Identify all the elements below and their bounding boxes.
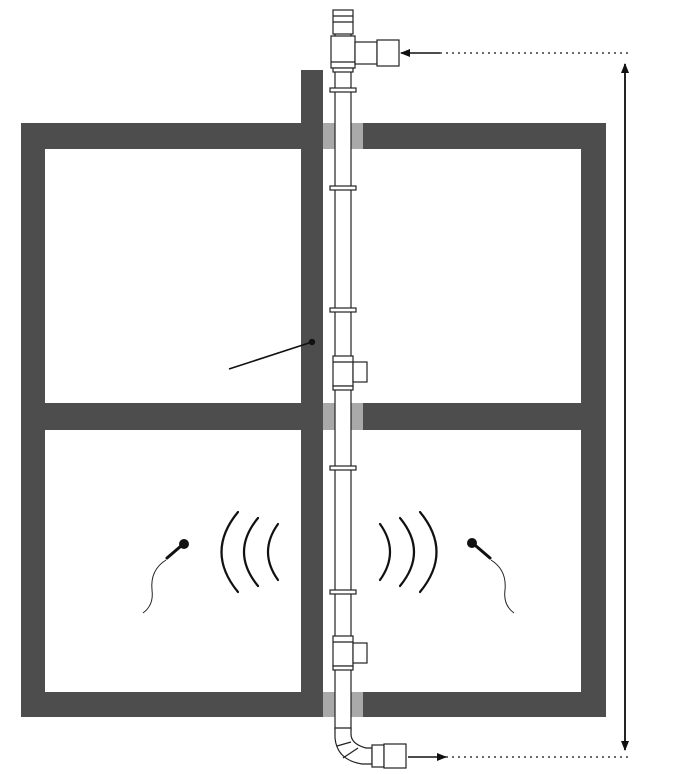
pipe-bottom-bend xyxy=(334,727,373,765)
partition-wall-top-extension xyxy=(301,70,323,130)
sleeve-ground-floor xyxy=(323,692,335,717)
left-sound-waves-icon xyxy=(220,510,280,594)
upper-branch-socket xyxy=(354,41,378,65)
sleeve-middle-floor xyxy=(323,403,335,430)
building-walls xyxy=(21,60,606,717)
pipe-clamp xyxy=(329,465,357,471)
upper-branch-end xyxy=(376,39,400,67)
lower-tee-body xyxy=(332,635,354,667)
leader-dot xyxy=(308,338,316,346)
sleeve-middle-floor-right xyxy=(351,403,363,430)
outlet-socket xyxy=(371,744,385,768)
middle-tee-body xyxy=(332,355,354,387)
room-upper-right xyxy=(363,149,581,403)
room-lower-right xyxy=(363,430,581,692)
upper-tee-body xyxy=(330,35,356,69)
sleeve-roof xyxy=(323,123,335,149)
lower-tee-branch xyxy=(352,642,368,664)
room-upper-left xyxy=(45,149,301,403)
left-microphone-icon xyxy=(142,539,189,614)
pipe-clamp xyxy=(329,589,357,595)
leader-line xyxy=(228,338,316,370)
outlet-end xyxy=(383,743,407,769)
pipe-clamp xyxy=(329,87,357,93)
soil-stack-pipe xyxy=(329,9,407,769)
sleeve-roof-right xyxy=(351,123,363,149)
right-sound-waves-icon xyxy=(378,510,438,594)
middle-tee-branch xyxy=(352,361,368,383)
height-dimension xyxy=(400,49,629,761)
pipe-clamp xyxy=(329,185,357,191)
room-lower-left xyxy=(45,430,301,692)
right-microphone-icon xyxy=(467,538,515,614)
sleeve-ground-floor-right xyxy=(351,692,363,717)
floor-sleeves xyxy=(323,123,363,717)
pipe-clamp xyxy=(329,307,357,313)
